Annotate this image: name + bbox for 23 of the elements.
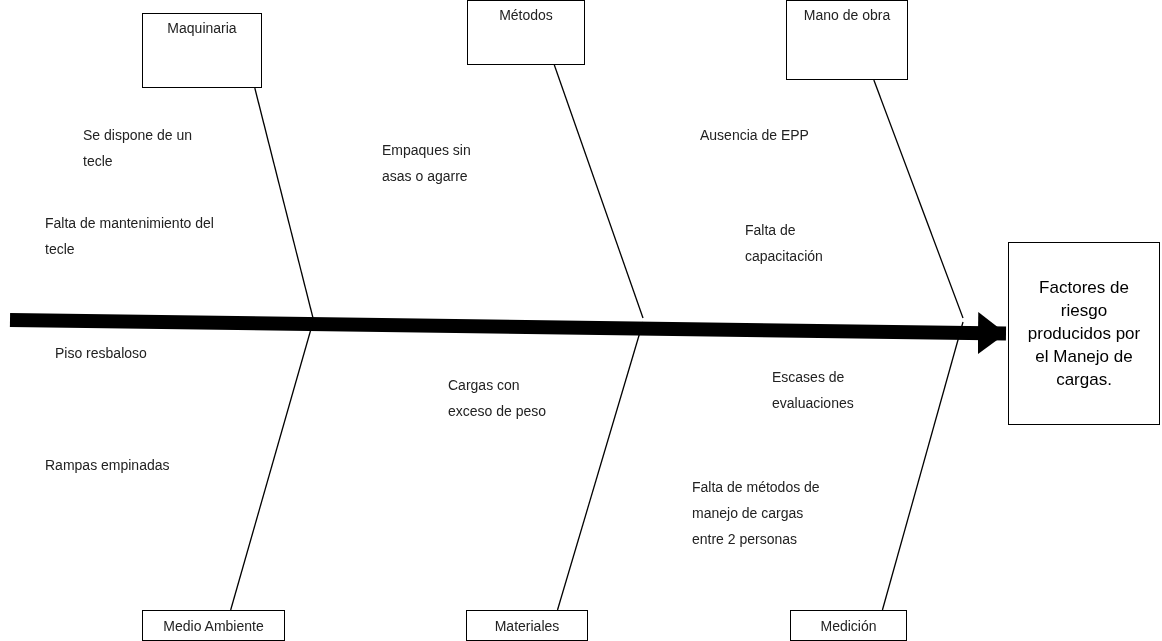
category-box: Medición xyxy=(790,610,907,641)
cause-text: Empaques sin asas o agarre xyxy=(382,141,472,186)
cause-text: Cargas con exceso de peso xyxy=(448,376,548,421)
cause-text: Escases de evaluaciones xyxy=(772,368,855,413)
bone-line xyxy=(881,321,964,611)
cause-text: Falta de capacitación xyxy=(745,221,824,266)
effect-box: Factores de riesgo producidos por el Manejo de cargas. xyxy=(1008,242,1160,425)
bone-line xyxy=(873,79,964,319)
cause-text: Falta de métodos de manejo de cargas entre 2 personas xyxy=(692,478,821,549)
cause-text: Ausencia de EPP xyxy=(700,126,810,145)
cause-text: Piso resbaloso xyxy=(55,344,148,363)
bone-line xyxy=(553,64,644,319)
bone-line xyxy=(556,321,644,611)
category-box: Mano de obra xyxy=(786,0,908,80)
bone-line xyxy=(254,87,314,319)
category-box: Métodos xyxy=(467,0,585,65)
spine-arrow xyxy=(9,312,1007,355)
category-box: Materiales xyxy=(466,610,588,641)
cause-text: Falta de mantenimiento del tecle xyxy=(45,214,215,259)
category-box: Maquinaria xyxy=(142,13,262,88)
cause-text: Rampas empinadas xyxy=(45,456,171,475)
cause-text: Se dispone de un tecle xyxy=(83,126,193,171)
category-box: Medio Ambiente xyxy=(142,610,285,641)
